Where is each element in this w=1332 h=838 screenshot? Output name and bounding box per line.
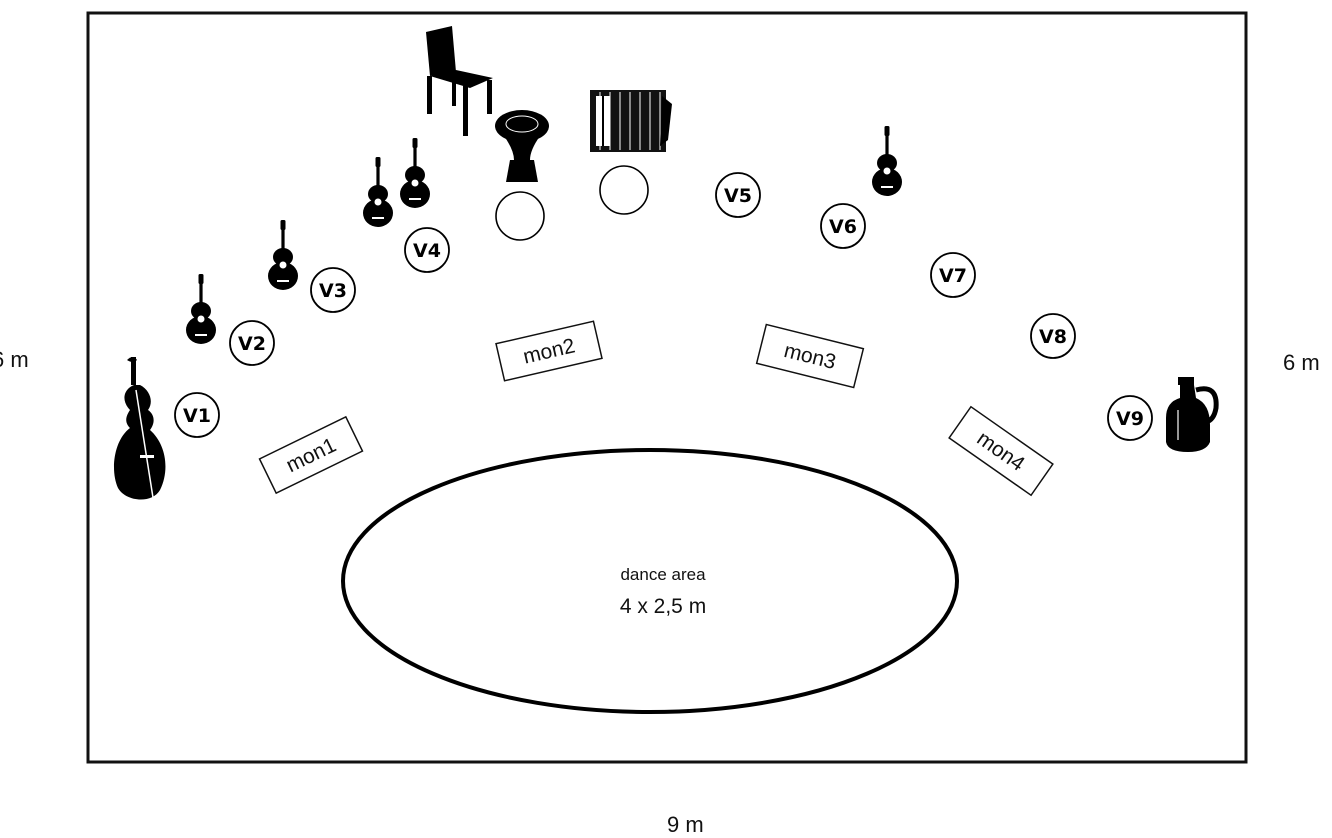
dance-area-label: dance area: [620, 565, 706, 584]
guitar-icon: [400, 138, 430, 208]
voice-v3: V3: [310, 267, 356, 313]
voice-v9: V9: [1107, 395, 1153, 441]
voice-v2: V2: [229, 320, 275, 366]
empty-position-circle: [495, 191, 545, 241]
darbuka-icon: [495, 110, 549, 182]
voice-label: V5: [724, 185, 752, 207]
voice-v1: V1: [174, 392, 220, 438]
voice-v8: V8: [1030, 313, 1076, 359]
dance-area: dance area 4 x 2,5 m: [341, 448, 959, 714]
room-border: [86, 11, 1248, 764]
voice-label: V6: [829, 216, 857, 238]
voice-v4: V4: [404, 227, 450, 273]
jug-icon: [1166, 377, 1219, 452]
monitor-mon1: mon1: [258, 415, 364, 495]
bottom-dimension-label: 9 m: [667, 812, 704, 837]
voice-v6: V6: [820, 203, 866, 249]
chair-icon: [426, 26, 493, 136]
monitor-mon4: mon4: [948, 405, 1054, 497]
right-dimension-label: 6 m: [1283, 350, 1320, 375]
voice-label: V4: [413, 240, 441, 262]
voice-v5: V5: [715, 172, 761, 218]
voice-label: V1: [183, 405, 211, 427]
voice-v7: V7: [930, 252, 976, 298]
voice-label: V2: [238, 333, 266, 355]
guitar-icon: [268, 220, 298, 290]
voice-label: V8: [1039, 326, 1067, 348]
dance-area-size: 4 x 2,5 m: [620, 595, 706, 618]
empty-position-circle: [599, 165, 649, 215]
voice-label: V7: [939, 265, 967, 287]
voice-label: V9: [1116, 408, 1144, 430]
double-bass-icon: [114, 357, 166, 505]
guitar-icon: [186, 274, 216, 344]
monitor-mon2: mon2: [495, 320, 603, 382]
left-dimension-label: 6 m: [0, 347, 29, 372]
voice-label: V3: [319, 280, 347, 302]
guitar-icon: [872, 126, 902, 196]
accordion-icon: [590, 90, 672, 152]
guitar-icon: [363, 157, 393, 227]
monitor-mon3: mon3: [755, 323, 865, 389]
